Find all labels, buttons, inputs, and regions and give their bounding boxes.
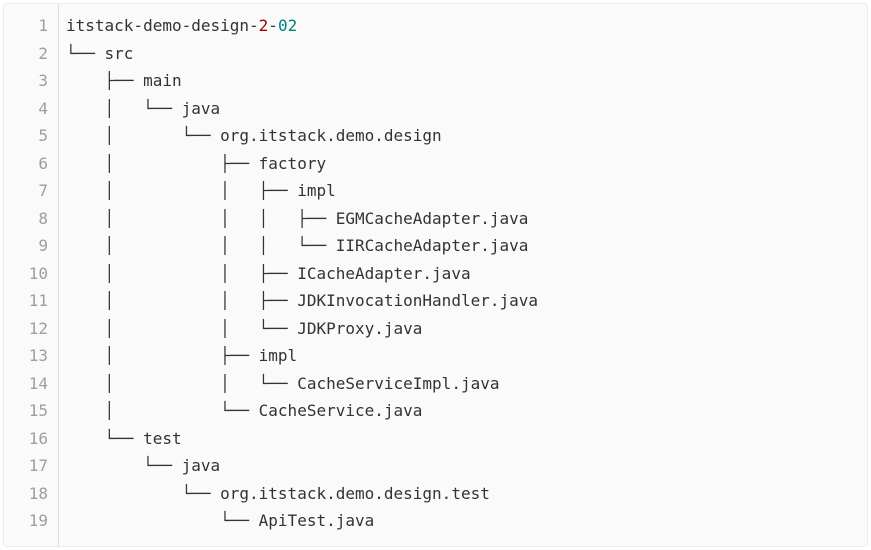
- code-segment: ├── main: [66, 71, 182, 90]
- code-line: ├── main: [66, 67, 867, 95]
- line-number: 18: [28, 483, 48, 503]
- line-number: 9: [38, 236, 48, 255]
- line-number: 1: [38, 16, 48, 35]
- code-segment: -: [268, 16, 278, 35]
- code-line: │ ├── impl: [66, 342, 867, 370]
- code-line: │ │ │ └── IIRCacheAdapter.java: [66, 232, 867, 260]
- code-line: └── test: [66, 425, 867, 453]
- code-line: └── ApiTest.java: [66, 507, 867, 535]
- code-line: │ │ └── CacheServiceImpl.java: [66, 370, 867, 398]
- code-segment: │ │ └── CacheServiceImpl.java: [66, 373, 500, 393]
- line-number: 8: [38, 208, 48, 228]
- line-number: 13: [28, 346, 48, 365]
- code-segment: │ │ ├── impl: [66, 181, 336, 200]
- line-number: 17: [28, 456, 48, 475]
- code-segment: │ │ ├── JDKInvocationHandler.java: [66, 291, 539, 310]
- code-line: │ └── CacheService.java: [66, 397, 867, 425]
- line-number: 7: [38, 181, 48, 200]
- code-segment: │ ├── impl: [66, 346, 298, 365]
- line-number: 10: [28, 263, 48, 283]
- line-number: 3: [38, 71, 48, 90]
- code-segment: │ │ ├── ICacheAdapter.java: [66, 263, 471, 283]
- code-segment: └── java: [66, 456, 221, 475]
- line-number: 5: [38, 126, 48, 145]
- code-segment: │ │ └── JDKProxy.java: [66, 318, 423, 338]
- code-segment: │ └── java: [66, 98, 221, 118]
- code-segment: └── org.itstack.demo.design.test: [66, 483, 490, 503]
- line-number: 15: [28, 401, 48, 420]
- code-line: │ └── org.itstack.demo.design: [66, 122, 867, 150]
- code-line: └── src: [66, 40, 867, 68]
- code-segment: itstack-demo-design-: [66, 16, 259, 35]
- line-number: 12: [28, 318, 48, 338]
- code-segment: └── ApiTest.java: [66, 511, 375, 530]
- code-line: │ ├── factory: [66, 150, 867, 178]
- code-line: └── java: [66, 452, 867, 480]
- code-line: └── org.itstack.demo.design.test: [66, 480, 867, 508]
- code-segment: │ ├── factory: [66, 153, 327, 173]
- code-segment: 02: [277, 16, 298, 35]
- code-line: │ │ ├── ICacheAdapter.java: [66, 260, 867, 288]
- code-segment: │ └── org.itstack.demo.design: [66, 126, 442, 145]
- line-number: 6: [38, 153, 48, 173]
- code-segment: └── src: [66, 43, 134, 63]
- code-segment: 2: [258, 16, 269, 35]
- code-segment: │ │ │ └── IIRCacheAdapter.java: [66, 236, 529, 255]
- code-line: │ │ ├── impl: [66, 177, 867, 205]
- code-line: │ │ ├── JDKInvocationHandler.java: [66, 287, 867, 315]
- code-content[interactable]: itstack-demo-design-2-02 └── src ├── main…: [59, 4, 867, 546]
- line-number: 4: [38, 98, 48, 118]
- line-number: 16: [28, 428, 48, 448]
- code-segment: │ │ │ ├── EGMCacheAdapter.java: [66, 208, 529, 228]
- code-line: │ └── java: [66, 95, 867, 123]
- line-number: 14: [28, 373, 48, 393]
- code-segment: │ └── CacheService.java: [66, 401, 423, 420]
- code-line: │ │ │ ├── EGMCacheAdapter.java: [66, 205, 867, 233]
- line-number: 2: [38, 43, 48, 63]
- line-number: 11: [28, 291, 48, 310]
- code-line: │ │ └── JDKProxy.java: [66, 315, 867, 343]
- line-number: 19: [28, 511, 48, 530]
- code-segment: └── test: [66, 428, 182, 448]
- code-line: itstack-demo-design-2-02: [66, 12, 867, 40]
